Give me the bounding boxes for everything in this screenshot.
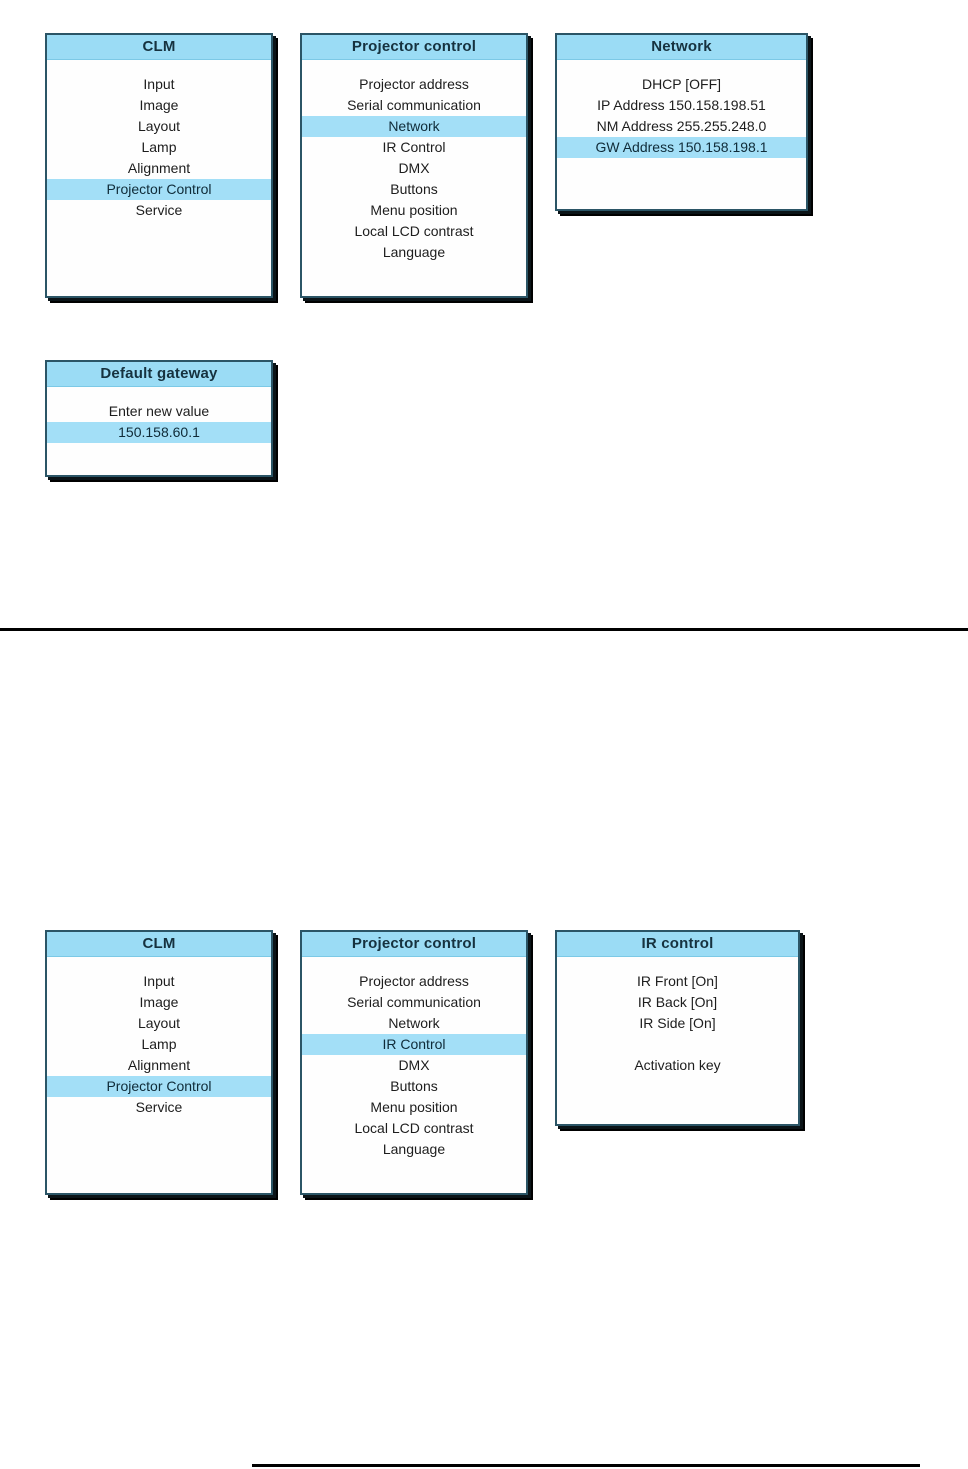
- menu-row[interactable]: Activation key: [634, 1057, 721, 1073]
- menu-row[interactable]: Projector Control: [47, 179, 271, 200]
- panel-menu-list: Enter new value 150.158.60.1: [47, 387, 271, 475]
- menu-row[interactable]: DMX: [398, 160, 430, 176]
- menu-row[interactable]: Local LCD contrast: [354, 1120, 474, 1136]
- panel-inner: Network DHCP [OFF] IP Address 150.158.198…: [557, 35, 806, 209]
- menu-row-spacer: [557, 1034, 798, 1055]
- menu-row[interactable]: Layout: [137, 1015, 181, 1031]
- menu-row[interactable]: Alignment: [127, 160, 191, 176]
- menu-row[interactable]: Input: [143, 973, 175, 989]
- menu-row[interactable]: Projector address: [359, 76, 469, 92]
- panel-title: CLM: [47, 35, 271, 60]
- menu-row[interactable]: Service: [135, 1099, 183, 1115]
- menu-row[interactable]: NM Address 255.255.248.0: [596, 118, 767, 134]
- menu-row[interactable]: Service: [135, 202, 183, 218]
- menu-row[interactable]: Menu position: [370, 1099, 458, 1115]
- menu-row[interactable]: DHCP [OFF]: [641, 76, 722, 92]
- menu-row[interactable]: Projector address: [359, 973, 469, 989]
- menu-row[interactable]: Buttons: [390, 181, 438, 197]
- panel-menu-list: IR Front [On] IR Back [On] IR Side [On] Act…: [557, 957, 798, 1124]
- menu-row[interactable]: Serial communication: [347, 994, 481, 1010]
- panel-title: Projector control: [302, 35, 526, 60]
- panel-title: Network: [557, 35, 806, 60]
- page-divider-bottom: [252, 1464, 920, 1467]
- menu-row[interactable]: Buttons: [390, 1078, 438, 1094]
- menu-row[interactable]: Network: [302, 116, 526, 137]
- menu-row[interactable]: Language: [382, 244, 446, 260]
- menu-row[interactable]: IR Front [On]: [637, 973, 718, 989]
- menu-row[interactable]: Menu position: [370, 202, 458, 218]
- panel-title: Default gateway: [47, 362, 271, 387]
- menu-row[interactable]: Lamp: [141, 1036, 177, 1052]
- osd-panel-default-gateway-1: Default gateway Enter new value 150.158.6…: [45, 360, 273, 477]
- menu-row[interactable]: 150.158.60.1: [47, 422, 271, 443]
- panel-inner: IR control IR Front [On] IR Back [On] IR S…: [557, 932, 798, 1124]
- menu-row[interactable]: Layout: [137, 118, 181, 134]
- page-divider-top: [0, 628, 968, 631]
- menu-row[interactable]: IP Address 150.158.198.51: [597, 97, 766, 113]
- menu-row[interactable]: Serial communication: [347, 97, 481, 113]
- menu-row[interactable]: Lamp: [141, 139, 177, 155]
- menu-row[interactable]: Projector Control: [47, 1076, 271, 1097]
- menu-row[interactable]: GW Address 150.158.198.1: [557, 137, 806, 158]
- panel-title: CLM: [47, 932, 271, 957]
- menu-row[interactable]: Language: [382, 1141, 446, 1157]
- panel-title: IR control: [557, 932, 798, 957]
- panel-menu-list: DHCP [OFF] IP Address 150.158.198.51 NM Ad…: [557, 60, 806, 209]
- menu-row[interactable]: Image: [139, 994, 179, 1010]
- menu-row[interactable]: IR Control: [302, 1034, 526, 1055]
- menu-row[interactable]: Enter new value: [108, 403, 210, 419]
- osd-panel-network-1: Network DHCP [OFF] IP Address 150.158.198…: [555, 33, 808, 211]
- menu-row[interactable]: IR Back [On]: [637, 994, 718, 1010]
- menu-row[interactable]: IR Side [On]: [639, 1015, 716, 1031]
- menu-row[interactable]: DMX: [398, 1057, 430, 1073]
- menu-row[interactable]: Network: [388, 1015, 440, 1031]
- panel-title: Projector control: [302, 932, 526, 957]
- menu-row[interactable]: IR Control: [382, 139, 446, 155]
- menu-row[interactable]: Image: [139, 97, 179, 113]
- osd-panel-ir-control-2: IR control IR Front [On] IR Back [On] IR S…: [555, 930, 800, 1126]
- menu-row[interactable]: Input: [143, 76, 175, 92]
- panel-inner: Default gateway Enter new value 150.158.6…: [47, 362, 271, 475]
- menu-row[interactable]: Alignment: [127, 1057, 191, 1073]
- menu-row[interactable]: Local LCD contrast: [354, 223, 474, 239]
